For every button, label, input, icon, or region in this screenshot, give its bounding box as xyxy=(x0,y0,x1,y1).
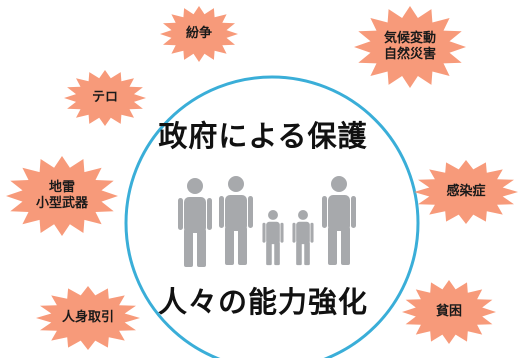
empowerment-title: 人々の能力強化 xyxy=(157,285,368,319)
protection-title: 政府による保護 xyxy=(158,119,368,153)
threat-burst-infection: 感染症 xyxy=(414,160,518,224)
starburst-icon xyxy=(64,70,146,126)
threat-burst-landmine: 地雷 小型武器 xyxy=(6,156,118,236)
starburst-icon xyxy=(160,6,238,62)
threat-burst-conflict: 紛争 xyxy=(160,6,238,62)
threat-label-climate: 気候変動 自然災害 xyxy=(383,31,436,62)
threat-label-infection: 感染症 xyxy=(446,184,486,199)
threat-burst-poverty: 貧困 xyxy=(402,280,496,344)
starburst-icon xyxy=(354,6,466,88)
threat-label-trafficking: 人身取引 xyxy=(61,310,114,325)
starburst-icon xyxy=(402,280,496,344)
threat-burst-climate: 気候変動 自然災害 xyxy=(354,6,466,88)
starburst-icon xyxy=(414,160,518,224)
threat-label-poverty: 貧困 xyxy=(435,304,462,319)
threat-label-terror: テロ xyxy=(91,90,118,105)
threat-label-landmine: 地雷 小型武器 xyxy=(35,180,88,211)
threat-burst-terror: テロ xyxy=(64,70,146,126)
threat-burst-trafficking: 人身取引 xyxy=(36,286,140,350)
threat-label-conflict: 紛争 xyxy=(185,26,212,41)
starburst-icon xyxy=(36,286,140,350)
starburst-icon xyxy=(6,156,118,236)
